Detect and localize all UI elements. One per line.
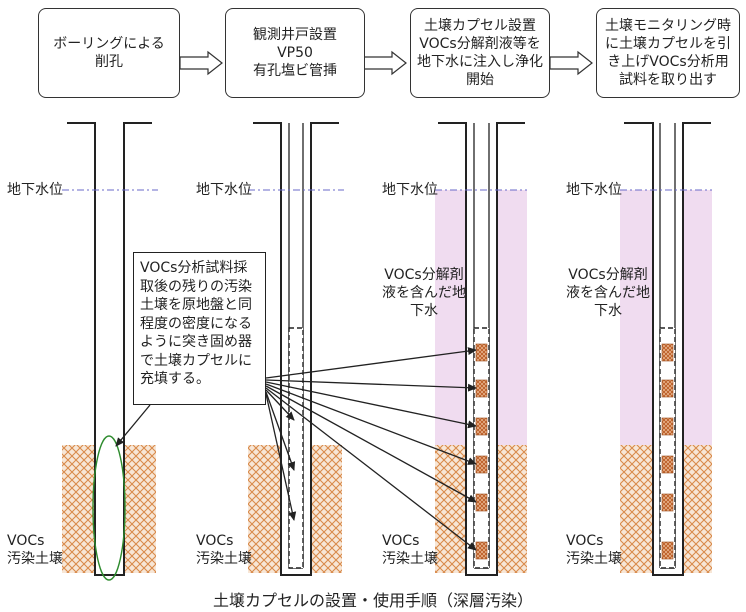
pointer-arrow-icon	[115, 347, 477, 551]
right-arrow-icon	[179, 50, 593, 76]
water-level-label-2: 地下水位	[196, 182, 252, 198]
groundwater-label-3: VOCs分解剤 液を含んだ地 下水	[382, 267, 466, 319]
borehole-2	[253, 122, 339, 576]
step-box-2: 観測井戸設置 VP50 有孔塩ビ管挿	[225, 8, 365, 98]
soil-capsules-4	[661, 343, 674, 560]
soil-label-1: VOCs 汚染土壌	[7, 533, 63, 567]
figure-caption: 土壌カプセルの設置・使用手順（深層汚染）	[212, 591, 533, 610]
step-box-1: ボーリングによる 削孔	[38, 8, 180, 98]
water-level-label-3: 地下水位	[382, 182, 438, 198]
soil-fill-ellipse	[92, 435, 126, 581]
borehole-4	[624, 122, 711, 576]
borehole-1	[67, 122, 152, 576]
groundwater-label-4: VOCs分解剤 液を含んだ地 下水	[566, 267, 650, 319]
procedure-note: VOCs分析試料採 取後の残りの汚染 土壌を原地盤と同 程度の密度になる ように…	[133, 252, 266, 405]
step-box-4: 土壌モニタリング時 に土壌カプセルを引 き上げVOCs分析用 試料を取り出す	[596, 8, 740, 98]
water-level-label-4: 地下水位	[566, 182, 622, 198]
soil-label-4: VOCs 汚染土壌	[566, 533, 622, 567]
step-box-3: 土壌カプセル設置 VOCs分解剤液等を 地下水に注入し浄化 開始	[410, 8, 550, 98]
soil-label-3: VOCs 汚染土壌	[382, 533, 438, 567]
soil-label-2: VOCs 汚染土壌	[196, 533, 252, 567]
water-level-label-1: 地下水位	[7, 182, 63, 198]
